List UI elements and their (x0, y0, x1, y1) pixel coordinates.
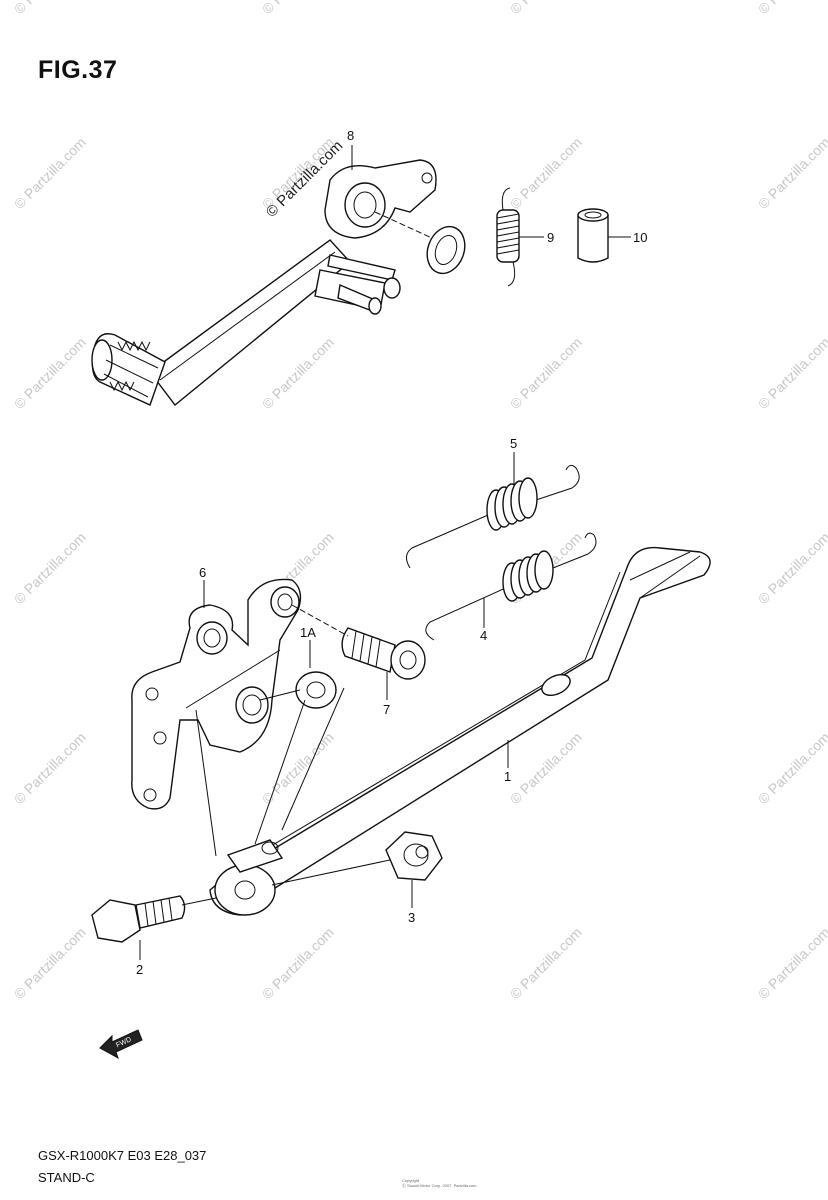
watermark-text: © Partzilla.com (507, 134, 585, 212)
callout-8: 8 (347, 128, 354, 143)
watermark-text: © Partzilla.com (259, 334, 337, 412)
leader-lines (139, 145, 631, 960)
watermark-text: © Partzilla.com (259, 729, 337, 807)
watermark-text: © Partzilla.com (507, 924, 585, 1002)
callout-10: 10 (633, 230, 647, 245)
watermark-text: © Partzilla.com (507, 729, 585, 807)
watermark-text: © Partzilla.com (507, 0, 585, 17)
callout-3: 3 (408, 910, 415, 925)
watermark-text: © Partzilla.com (11, 529, 89, 607)
pivot-bolt (91, 895, 186, 943)
watermark-text: © Partzilla.com (507, 334, 585, 412)
bracket-bolt (341, 627, 426, 680)
watermark-text: © Partzilla.com (755, 134, 828, 212)
callout-2: 2 (136, 962, 143, 977)
watermark-text: © Partzilla.com (11, 334, 89, 412)
watermark-text: © Partzilla.com (11, 0, 89, 17)
fwd-arrow-icon: FWD (99, 1029, 143, 1060)
pivot-nut (385, 831, 443, 881)
watermark-text: © Partzilla.com (11, 134, 89, 212)
callout-7: 7 (383, 702, 390, 717)
model-code: GSX-R1000K7 E03 E28_037 (38, 1148, 207, 1163)
watermark-text: © Partzilla.com (259, 0, 337, 17)
watermark-text: © Partzilla.com (755, 729, 828, 807)
watermark-text: © Partzilla.com (755, 334, 828, 412)
watermark-text: © Partzilla.com (11, 924, 89, 1002)
stand-spring-upper (406, 464, 580, 569)
watermark-text: © Partzilla.com (755, 529, 828, 607)
side-stand (209, 546, 711, 916)
copyright-line-2: Ⓒ Suzuki Motor Corp. 2007. Partzilla.com (402, 1183, 477, 1188)
watermark-text: © Partzilla.com (755, 924, 828, 1002)
section-name: STAND-C (38, 1170, 95, 1185)
callout-1a: 1A (300, 625, 316, 640)
watermark-text: © Partzilla.com (259, 924, 337, 1002)
callout-9: 9 (547, 230, 554, 245)
watermark-text: © Partzilla.com (755, 0, 828, 17)
lever-bushing (577, 208, 609, 263)
callout-4: 4 (480, 628, 487, 643)
callout-5: 5 (510, 436, 517, 451)
figure-title: FIG.37 (38, 56, 118, 84)
copyright-line-1: Copyright (402, 1178, 420, 1183)
stand-bracket (131, 578, 302, 810)
callout-6: 6 (199, 565, 206, 580)
lever-spring (496, 187, 520, 287)
stand-spring-lower (425, 532, 597, 641)
stand-washer (295, 671, 337, 709)
copyright-note: Copyright Ⓒ Suzuki Motor Corp. 2007. Par… (402, 1178, 476, 1188)
callout-labels: 8 9 10 5 6 1A 4 7 1 3 2 (136, 128, 647, 977)
callout-1: 1 (504, 769, 511, 784)
gearshift-lever (91, 159, 466, 407)
watermark-text: © Partzilla.com (11, 729, 89, 807)
